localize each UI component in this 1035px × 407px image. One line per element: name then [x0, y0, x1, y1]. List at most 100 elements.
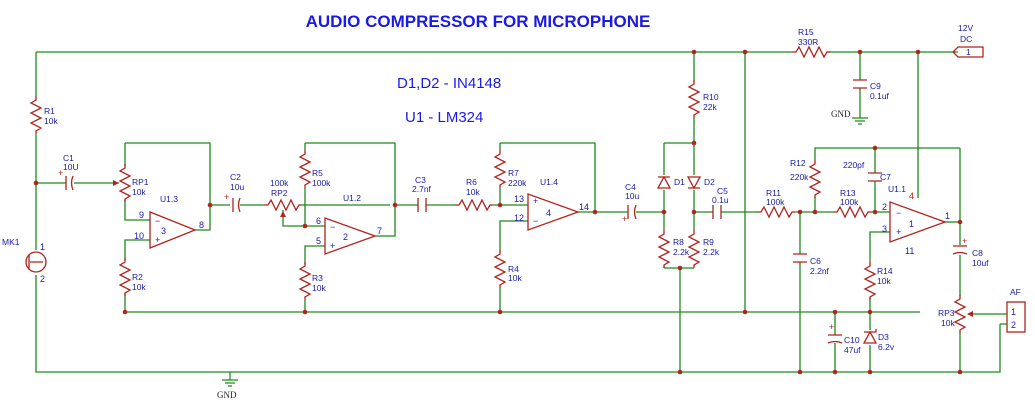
u13-unit: 3	[161, 226, 166, 236]
svg-text:−: −	[896, 208, 901, 218]
capacitor-c6: C6 2.2nf	[793, 253, 830, 276]
u12-pin-out: 7	[377, 226, 382, 236]
r10-value: 22k	[703, 102, 717, 112]
c5-value: 0.1u	[712, 195, 729, 205]
diode-d1: D1	[656, 175, 685, 189]
r13-ref: R13	[840, 188, 856, 198]
mic-pin-1: 1	[40, 242, 45, 252]
resistor-r8: R8 2.2k	[658, 229, 690, 269]
r11-value: 100k	[766, 197, 785, 207]
u11-pin-plus: 3	[882, 224, 887, 234]
svg-text:+: +	[533, 196, 538, 206]
resistor-r3: R3 10k	[299, 261, 326, 301]
d3-value: 6.2v	[878, 342, 895, 352]
svg-text:+: +	[58, 168, 63, 178]
r9-value: 2.2k	[703, 247, 720, 257]
opamp-u13: − + 3 U1.3 9 10 8	[134, 194, 204, 249]
r12-ref: R12	[790, 158, 806, 168]
svg-text:+: +	[622, 214, 627, 224]
rp2-value: 100k	[270, 178, 289, 188]
c6-value: 2.2nf	[810, 266, 830, 276]
c6-ref: C6	[810, 256, 821, 266]
r3-ref: R3	[312, 273, 323, 283]
resistor-r1: R1 10k	[30, 95, 58, 135]
c3-ref: C3	[415, 175, 426, 185]
r8-value: 2.2k	[673, 247, 690, 257]
c7-value: 220pf	[843, 160, 865, 170]
note-ic: U1 - LM324	[405, 109, 483, 126]
r8-ref: R8	[673, 237, 684, 247]
c8-value: 10uf	[972, 258, 989, 268]
capacitor-c1: + C1 10U	[58, 153, 79, 191]
af-pin-2: 2	[1011, 320, 1016, 330]
c9-value: 0.1uf	[870, 91, 890, 101]
rp1-ref: RP1	[132, 177, 149, 187]
u13-pin-plus: 10	[134, 231, 144, 241]
u12-unit: 2	[343, 232, 348, 242]
c4-value: 10u	[625, 191, 639, 201]
u12-pin-plus: 5	[316, 236, 321, 246]
d1-ref: D1	[674, 177, 685, 187]
r4-value: 10k	[508, 273, 522, 283]
resistor-r14: R14 10k	[864, 261, 893, 301]
u13-pin-out: 8	[199, 220, 204, 230]
svg-text:−: −	[533, 216, 538, 226]
c8-ref: C8	[972, 248, 983, 258]
note-diodes: D1,D2 - IN4148	[397, 75, 501, 92]
rp1-value: 10k	[132, 187, 146, 197]
u14-unit: 4	[546, 208, 551, 218]
ground-symbol-c9: GND	[831, 109, 868, 125]
capacitor-c7: 220pf C7	[843, 160, 891, 182]
rp2-ref: RP2	[271, 188, 288, 198]
r6-ref: R6	[466, 177, 477, 187]
resistor-r7: R7 220k	[494, 149, 527, 189]
c10-ref: C10	[844, 335, 860, 345]
r14-value: 10k	[877, 276, 891, 286]
capacitor-c8: + C8 10uf	[952, 236, 989, 268]
potentiometer-rp1: RP1 10k	[113, 163, 149, 203]
u14-pin-out: 14	[579, 202, 589, 212]
schematic-title: AUDIO COMPRESSOR FOR MICROPHONE	[306, 12, 651, 31]
u13-ref: U1.3	[160, 194, 178, 204]
r3-value: 10k	[312, 283, 326, 293]
u11-pin-minus: 2	[882, 202, 887, 212]
resistor-r13: R13 100k	[832, 188, 872, 218]
c4-ref: C4	[625, 182, 636, 192]
d3-ref: D3	[878, 332, 889, 342]
r5-ref: R5	[312, 168, 323, 178]
svg-text:+: +	[896, 227, 901, 237]
svg-text:+: +	[829, 322, 834, 332]
u12-pin-minus: 6	[316, 216, 321, 226]
capacitor-c10: + C10 47uf	[827, 322, 861, 355]
u14-pin-plus: 12	[514, 213, 524, 223]
gnd-label-c9: GND	[831, 109, 851, 119]
junctions	[33, 49, 963, 375]
u13-pin-minus: 9	[139, 210, 144, 220]
r1-ref: R1	[44, 106, 55, 116]
r11-ref: R11	[766, 188, 781, 198]
resistor-r12: R12 220k	[790, 158, 821, 199]
diode-d2: D2	[686, 176, 715, 190]
r6-value: 10k	[466, 187, 480, 197]
capacitor-c4: + C4 10u	[622, 182, 639, 224]
d2-ref: D2	[704, 177, 715, 187]
u11-unit: 1	[909, 219, 914, 229]
r15-value: 330R	[798, 37, 818, 47]
rp3-value: 10k	[941, 318, 955, 328]
opamp-u14: + − 4 U1.4 13 12 14	[514, 177, 589, 231]
c3-value: 2.7nf	[412, 184, 432, 194]
r14-ref: R14	[877, 266, 893, 276]
r13-value: 100k	[840, 197, 859, 207]
af-ref: AF	[1010, 287, 1021, 297]
r10-ref: R10	[703, 92, 719, 102]
r7-value: 220k	[508, 178, 527, 188]
opamp-u12: − + 2 U1.2 6 5 7	[316, 193, 382, 255]
resistor-r4: R4 10k	[494, 249, 522, 289]
svg-text:+: +	[962, 236, 967, 246]
c10-value: 47uf	[844, 345, 861, 355]
u11-ref: U1.1	[888, 184, 906, 194]
capacitor-c2: + C2 10u	[224, 172, 244, 213]
af-connector: 1 2 AF	[1000, 287, 1026, 333]
capacitor-c9: C9 0.1uf	[853, 79, 890, 101]
